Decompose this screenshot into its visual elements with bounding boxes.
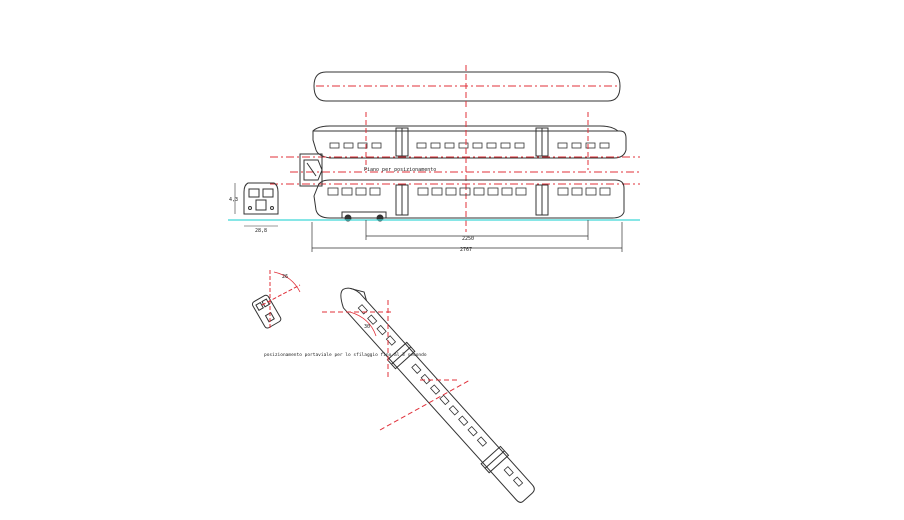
bogie-spacing-label: 2250 [462,236,474,242]
rotated-front-view [251,270,301,330]
upper-window-row [329,142,610,149]
front-height-label: 4,3 [229,197,238,203]
angle-small-label: 26 [282,274,288,280]
cab-front-detail [299,153,323,187]
lower-window-row [327,187,611,196]
lower-side-elevation [313,179,625,222]
front-width-label: 28,8 [255,228,267,234]
roof-plan-view [313,65,621,108]
rotated-train-view [322,287,535,503]
angle-large-label: 30 [364,324,370,330]
overall-length-label: 2767 [460,247,472,253]
front-view [234,182,279,227]
dimension-lines [311,220,623,252]
top-note-label: Piano per posizionamento [364,167,436,173]
rotation-note-label: posizionamento portaviale per lo sfilagg… [264,352,427,358]
